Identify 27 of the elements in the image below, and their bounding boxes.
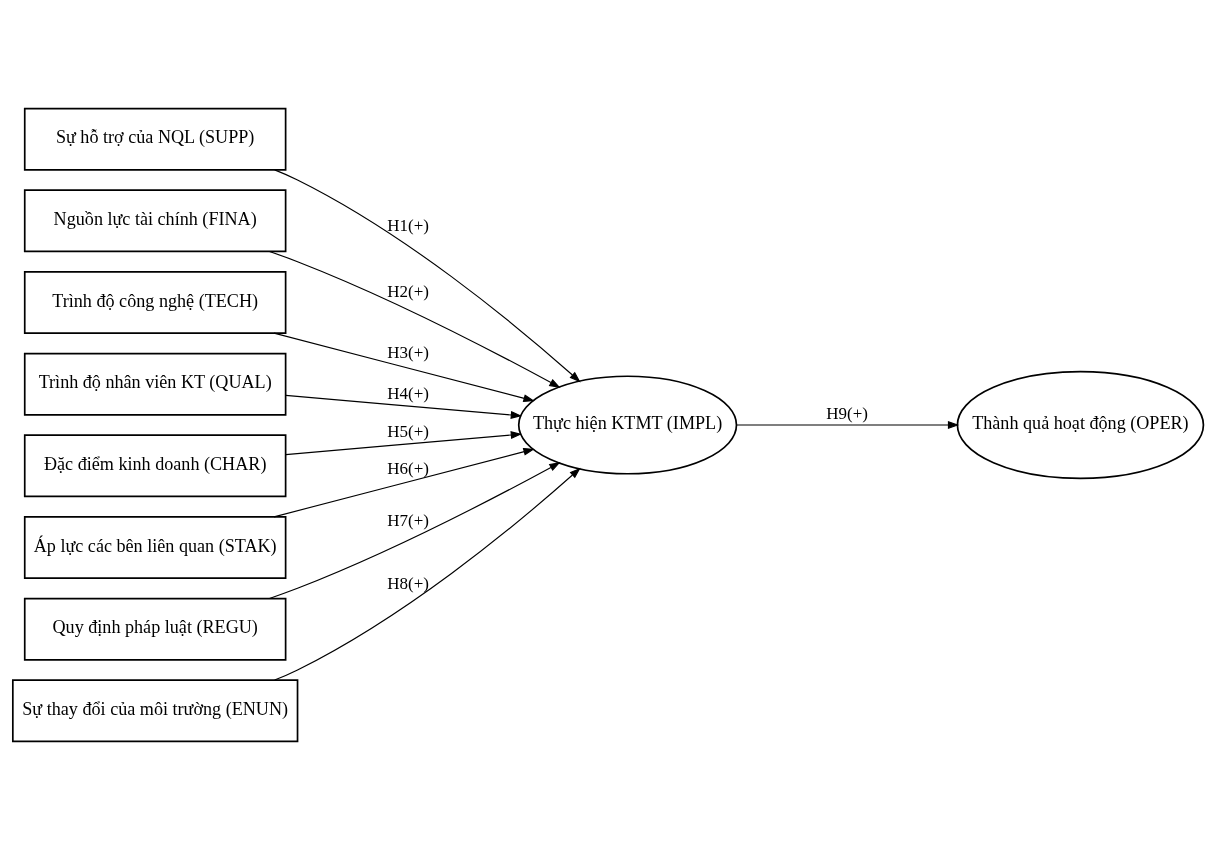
node-box: Áp lực các bên liên quan (STAK) bbox=[23, 516, 287, 579]
arrow bbox=[736, 421, 960, 429]
edge-label: H3(+) bbox=[387, 343, 429, 363]
node-box: Quy định pháp luật (REGU) bbox=[23, 597, 287, 661]
arrow bbox=[273, 447, 535, 518]
edge-label: H4(+) bbox=[387, 383, 429, 403]
edge-label: H2(+) bbox=[387, 281, 429, 301]
node-box: Nguồn lực tài chính (FINA) bbox=[23, 189, 287, 253]
arrow bbox=[285, 394, 523, 419]
arrow bbox=[268, 251, 561, 388]
edge-label: H5(+) bbox=[387, 422, 429, 442]
edge-label: H9(+) bbox=[826, 404, 868, 424]
edge-label: H7(+) bbox=[387, 510, 429, 530]
edge-label: H1(+) bbox=[387, 216, 429, 236]
node-box: Sự hỗ trợ của NQL (SUPP) bbox=[23, 107, 287, 171]
arrow bbox=[273, 332, 535, 403]
node-box: Đặc điểm kinh doanh (CHAR) bbox=[23, 434, 287, 498]
node-box: Trình độ công nghệ (TECH) bbox=[23, 271, 287, 334]
node-box: Sự thay đổi của môi trường (ENUN) bbox=[12, 679, 299, 743]
arrow bbox=[285, 431, 523, 456]
arrow bbox=[274, 169, 581, 383]
arrow bbox=[268, 462, 561, 599]
node-box: Trình độ nhân viên KT (QUAL) bbox=[23, 352, 287, 416]
edge-label: H6(+) bbox=[387, 458, 429, 478]
node-ellipse: Thực hiện KTMT (IMPL) bbox=[517, 375, 738, 475]
edge-label: H8(+) bbox=[387, 574, 429, 594]
node-ellipse: Thành quả hoạt động (OPER) bbox=[956, 370, 1205, 480]
